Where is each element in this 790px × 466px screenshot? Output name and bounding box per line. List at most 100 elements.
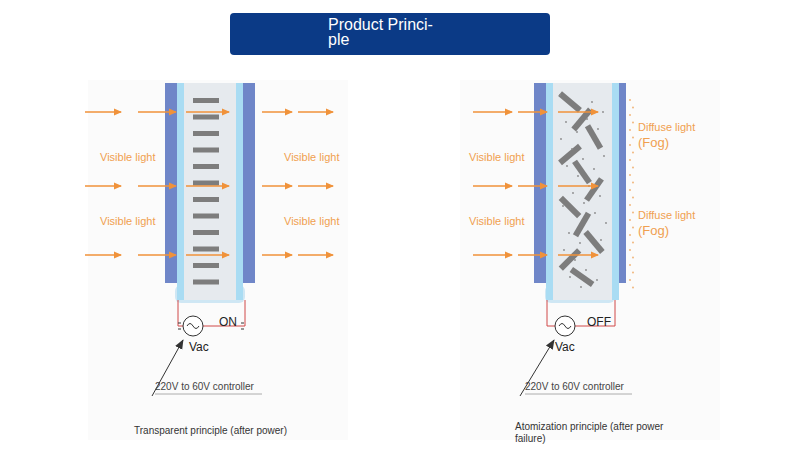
particle bbox=[605, 222, 607, 224]
light-arrow bbox=[262, 111, 292, 113]
particle bbox=[583, 202, 585, 204]
light-arrow bbox=[138, 111, 176, 113]
light-arrow bbox=[262, 185, 292, 187]
crystal-bar bbox=[193, 247, 219, 252]
light-arrow bbox=[138, 185, 176, 187]
particle bbox=[562, 205, 564, 207]
crystal-bar bbox=[193, 230, 219, 235]
light-arrow bbox=[85, 185, 121, 187]
title: Product Princi- ple bbox=[328, 17, 456, 47]
crystal-bar bbox=[585, 124, 603, 150]
fog-dot bbox=[629, 189, 631, 191]
diffuse-label: Diffuse light bbox=[638, 121, 695, 134]
fog-dot bbox=[632, 152, 634, 154]
fog-dot bbox=[629, 174, 631, 176]
light-arrow bbox=[262, 254, 292, 256]
particle bbox=[576, 131, 578, 133]
particle bbox=[582, 158, 584, 160]
particle bbox=[599, 195, 601, 197]
particle bbox=[596, 279, 598, 281]
light-arrow bbox=[138, 254, 176, 256]
particle bbox=[591, 101, 593, 103]
fog-dot bbox=[632, 137, 634, 139]
crystal-bar bbox=[193, 181, 219, 186]
light-label: Visible light bbox=[284, 215, 339, 228]
light-label: Visible light bbox=[284, 151, 339, 164]
particle bbox=[559, 94, 561, 96]
fog-dot bbox=[629, 279, 631, 281]
particle bbox=[593, 168, 595, 170]
light-arrow bbox=[518, 185, 547, 187]
fog-label: (Fog) bbox=[638, 223, 669, 239]
crystal-bar bbox=[193, 148, 219, 153]
particle bbox=[571, 148, 573, 150]
fog-dot bbox=[629, 249, 631, 251]
particle bbox=[568, 232, 570, 234]
crystal-bar bbox=[584, 177, 604, 202]
voltage-label: Vac bbox=[555, 340, 575, 354]
fog-dot bbox=[629, 99, 631, 101]
crystal-bar bbox=[193, 197, 219, 202]
light-arrow bbox=[473, 185, 512, 187]
switch-state: ON bbox=[219, 315, 237, 329]
particle bbox=[603, 155, 605, 157]
particle bbox=[602, 111, 604, 113]
particle bbox=[597, 128, 599, 130]
controller-note: 220V to 60V controller bbox=[155, 381, 254, 393]
crystal-bar bbox=[583, 230, 604, 254]
caption: Atomization principle (after power failu… bbox=[515, 421, 685, 445]
particle bbox=[569, 276, 571, 278]
light-arrow bbox=[186, 254, 229, 256]
fog-dot bbox=[632, 212, 634, 214]
particle bbox=[563, 249, 565, 251]
particle bbox=[586, 118, 588, 120]
fog-dot bbox=[632, 287, 634, 289]
particle bbox=[572, 192, 574, 194]
crystal-bar bbox=[193, 164, 219, 169]
particle bbox=[594, 212, 596, 214]
fog-dot bbox=[632, 122, 634, 124]
particle bbox=[560, 138, 562, 140]
light-arrow bbox=[473, 111, 512, 113]
crystal-bar bbox=[558, 91, 582, 112]
light-arrow bbox=[518, 254, 547, 256]
fog-dot bbox=[629, 204, 631, 206]
crystal-bar bbox=[559, 196, 582, 219]
crystal-bar bbox=[193, 214, 219, 219]
crystal-bar bbox=[193, 98, 219, 103]
fog-dot bbox=[632, 242, 634, 244]
crystal-bar bbox=[193, 131, 219, 136]
fog-dot bbox=[632, 197, 634, 199]
light-arrow bbox=[85, 254, 121, 256]
light-arrow bbox=[518, 111, 547, 113]
fog-dot bbox=[629, 144, 631, 146]
fog-dot bbox=[629, 114, 631, 116]
light-label: Visible light bbox=[100, 215, 155, 228]
light-arrow bbox=[298, 111, 333, 113]
fog-dot bbox=[632, 257, 634, 259]
crystal-bar bbox=[193, 280, 219, 285]
fog-dot bbox=[629, 264, 631, 266]
fog-dot bbox=[629, 234, 631, 236]
fog-dot bbox=[629, 159, 631, 161]
particle bbox=[585, 269, 587, 271]
crystal-bar bbox=[570, 267, 595, 287]
fog-dot bbox=[632, 182, 634, 184]
fog-dot bbox=[629, 129, 631, 131]
particle bbox=[579, 242, 581, 244]
voltage-label: Vac bbox=[189, 340, 209, 354]
crystal-bar bbox=[193, 263, 219, 268]
crystal-bar bbox=[193, 115, 219, 120]
fog-dot bbox=[629, 219, 631, 221]
fog-dot bbox=[632, 227, 634, 229]
particle bbox=[580, 286, 582, 288]
fog-dot bbox=[632, 272, 634, 274]
light-label: Visible light bbox=[100, 151, 155, 164]
diffuse-label: Diffuse light bbox=[638, 209, 695, 222]
caption: Transparent principle (after power) bbox=[134, 425, 287, 437]
switch-state: OFF bbox=[587, 315, 611, 329]
fog-label: (Fog) bbox=[638, 135, 669, 151]
particle bbox=[600, 239, 602, 241]
